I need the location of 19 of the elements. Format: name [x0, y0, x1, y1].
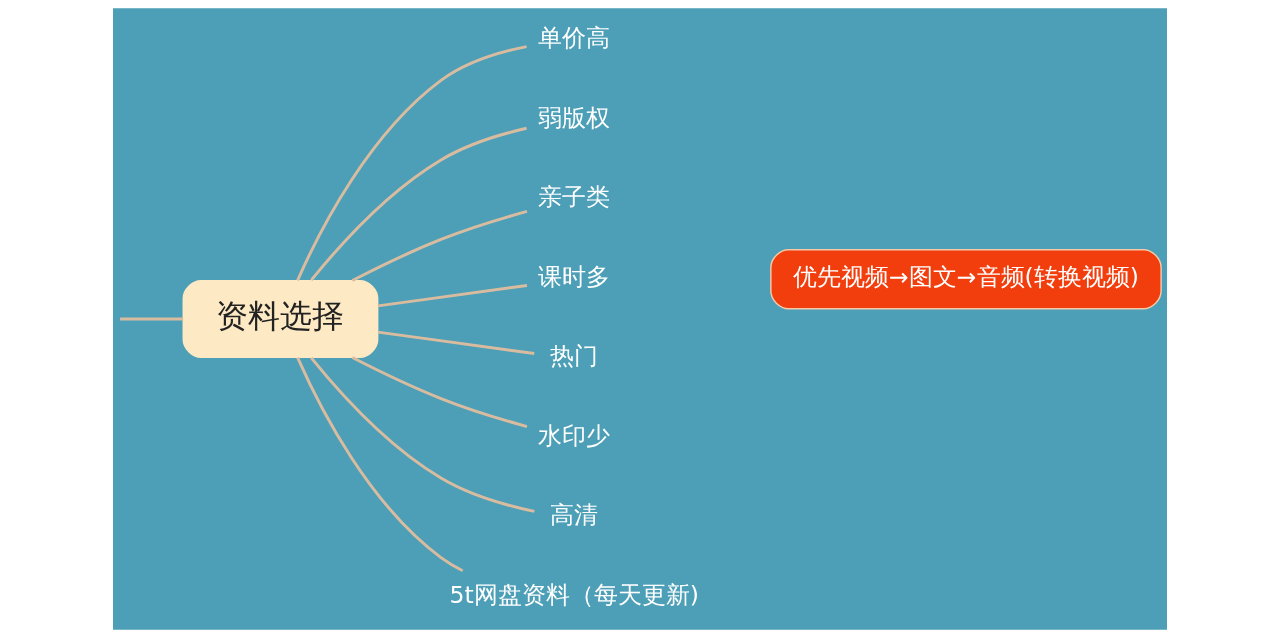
node-text: 5t网盘资料（每天更新)	[449, 580, 699, 609]
connector	[310, 356, 535, 513]
connector	[377, 330, 535, 355]
node-text: 课时多	[538, 262, 611, 291]
node-text: 亲子类	[538, 183, 611, 212]
connector	[351, 210, 528, 282]
node-text: 弱版权	[538, 103, 611, 132]
node-text: 水印少	[538, 421, 611, 450]
connector	[296, 45, 527, 281]
connector	[377, 284, 528, 308]
connector	[296, 357, 464, 573]
node-text: 单价高	[538, 24, 611, 53]
connector	[351, 356, 528, 428]
node-box: 资料选择	[182, 279, 379, 359]
connector	[120, 317, 184, 321]
connector	[310, 126, 527, 282]
node-text: 高清	[550, 501, 599, 530]
node-text: 热门	[550, 342, 599, 371]
node-box: 优先视频→图文→音频(转换视频)	[770, 249, 1162, 310]
